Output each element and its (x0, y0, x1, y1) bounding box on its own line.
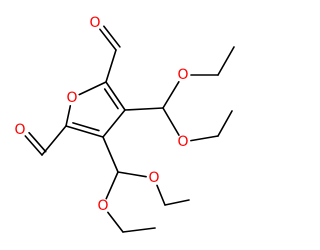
bond-c4-ch2 (102, 136, 119, 173)
bond-eB1-eB2 (217, 110, 233, 137)
bond-c2-c3 (105, 81, 126, 111)
double-bond-c4-c5 (72, 122, 100, 132)
bond-lines (24, 25, 235, 233)
bond-c4-c5 (65, 125, 104, 138)
bond-eD1-eD2 (164, 199, 190, 206)
aldehyde-oxygen-top-label: O (89, 15, 100, 31)
bond-ringO-c2 (78, 81, 107, 96)
double-bond-ald1C-ald1O (103, 25, 121, 48)
ring-oxygen-label: O (66, 90, 77, 106)
bond-ald2C-ald2O (24, 135, 43, 156)
bond-c5-ringO (65, 105, 72, 127)
bond-oD-eD1 (156, 184, 166, 206)
bond-oC-eC1 (107, 211, 124, 233)
bond-c5-ald2C (41, 125, 67, 156)
bond-c3-ch1 (124, 107, 164, 111)
bond-ald1C-ald1O (99, 28, 117, 51)
acetal-oxygen-lower-1-label: O (97, 198, 108, 214)
atom-labels: O O O O O O O (14, 15, 188, 214)
bond-ch2-oC (105, 171, 119, 200)
bond-c3-c4 (102, 109, 126, 138)
aldehyde-oxygen-left-label: O (14, 122, 25, 138)
bond-oB-eB1 (190, 135, 219, 142)
double-bond-c2-c3 (103, 88, 119, 110)
bond-c2-ald1C (105, 49, 117, 83)
bond-ch1-oB (162, 107, 180, 136)
acetal-oxygen-upper-2-label: O (177, 134, 188, 150)
acetal-oxygen-lower-2-label: O (148, 170, 159, 186)
double-bond-ald2C-ald2O (28, 131, 47, 153)
bond-eA1-eA2 (217, 46, 235, 76)
bond-ch2-oD (117, 171, 147, 178)
acetal-oxygen-upper-1-label: O (177, 67, 188, 83)
bond-eC1-eC2 (122, 227, 156, 233)
molecule-structure: O O O O O O O (14, 15, 235, 233)
bond-ch1-oA (162, 81, 180, 109)
